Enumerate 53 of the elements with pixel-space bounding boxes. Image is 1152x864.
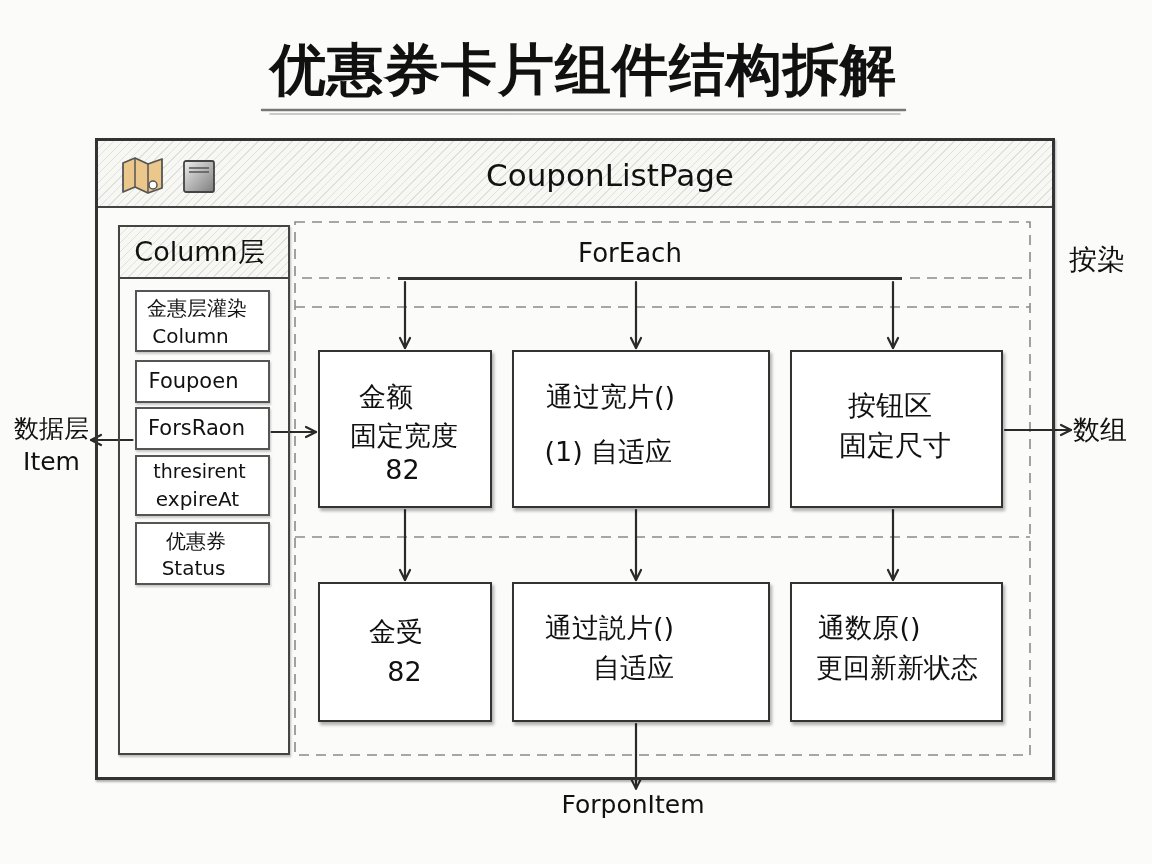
window-title: CouponListPage bbox=[486, 158, 734, 194]
box-label: 82 bbox=[385, 454, 420, 485]
field-box bbox=[134, 521, 270, 585]
arrow bbox=[1003, 423, 1073, 437]
field-label: Foupoen bbox=[148, 368, 239, 393]
side-label: 数组 bbox=[1073, 414, 1127, 446]
box-label: 通过宽片() bbox=[545, 381, 676, 412]
field-label: expireAt bbox=[155, 487, 240, 510]
box-label: 自适应 bbox=[593, 652, 674, 683]
arrow bbox=[398, 280, 412, 350]
window-frame bbox=[95, 138, 1055, 780]
box-label: 金受 bbox=[368, 616, 423, 647]
box-label: 固定尺寸 bbox=[838, 429, 951, 462]
column-panel bbox=[118, 225, 290, 755]
box-label: 通过説片() bbox=[544, 612, 675, 643]
box-label: 按钮区 bbox=[847, 389, 932, 422]
arrow bbox=[629, 722, 643, 790]
field-box bbox=[134, 406, 270, 450]
component-box bbox=[318, 350, 492, 508]
side-label: 按染 bbox=[1069, 243, 1125, 277]
arrow bbox=[886, 280, 900, 350]
component-box bbox=[318, 582, 492, 722]
component-box bbox=[512, 582, 770, 722]
page-title: 优惠券卡片组件结构拆解 bbox=[269, 37, 897, 103]
bottom-label: ForponItem bbox=[561, 790, 705, 820]
panel-title: Column层 bbox=[134, 236, 265, 267]
field-box bbox=[134, 454, 270, 516]
box-label: 固定宽度 bbox=[349, 420, 458, 451]
component-box bbox=[512, 350, 770, 508]
box-label: 更回新新状态 bbox=[815, 652, 978, 683]
field-label: 优惠券 bbox=[165, 529, 226, 552]
box-label: 通数原() bbox=[818, 612, 921, 643]
field-label: thresirent bbox=[153, 460, 246, 483]
box-label: 82 bbox=[387, 656, 422, 687]
field-label: Status bbox=[161, 556, 226, 579]
arrow bbox=[270, 425, 318, 439]
side-label: 数据层 bbox=[14, 413, 89, 445]
field-label: Column bbox=[152, 324, 229, 347]
field-box bbox=[134, 359, 270, 403]
box-label: 金额 bbox=[358, 381, 413, 412]
side-label: Item bbox=[22, 445, 81, 478]
arrow bbox=[629, 508, 643, 582]
field-label: ForsRaon bbox=[148, 415, 245, 440]
component-box bbox=[790, 350, 1003, 508]
field-label: 金惠层灌染 bbox=[146, 296, 247, 319]
arrow bbox=[886, 508, 900, 582]
box-label: (1) 自适应 bbox=[544, 436, 673, 467]
arrow bbox=[398, 508, 412, 582]
component-box bbox=[790, 582, 1003, 722]
field-box bbox=[134, 289, 270, 352]
loop-label: ForEach bbox=[578, 239, 682, 269]
arrow bbox=[89, 433, 134, 447]
arrow bbox=[629, 280, 643, 350]
